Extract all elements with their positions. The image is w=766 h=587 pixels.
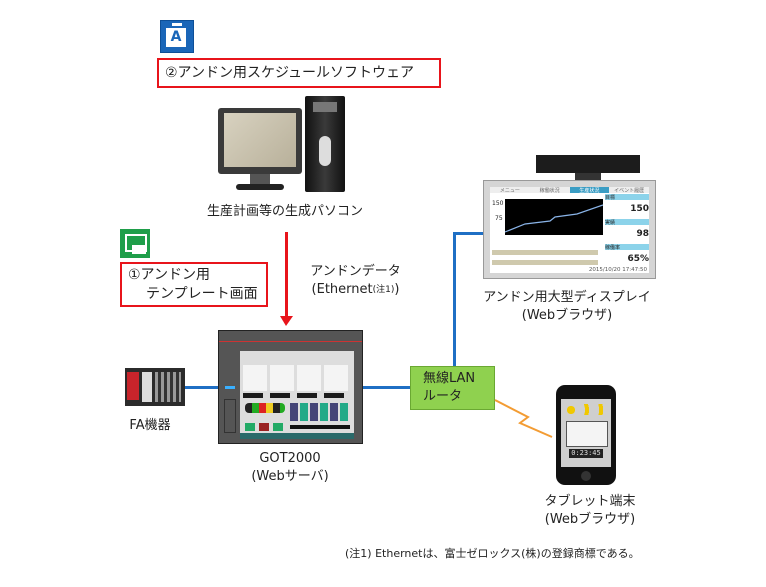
display-tab[interactable]: メニュー [490, 187, 530, 194]
fa-label: FA機器 [129, 418, 171, 433]
wireless-lan-router: 無線LAN ルータ [410, 366, 495, 410]
software-app-icon: A [160, 20, 194, 53]
schedule-software-label: ②アンドン用スケジュールソフトウェア [157, 58, 441, 88]
display-tab[interactable]: イベント履歴 [609, 187, 649, 194]
data-flow-arrow [285, 232, 288, 318]
got-screen [240, 351, 354, 439]
data-flow-label: アンドンデータ (Ethernet(注1)) [310, 264, 401, 297]
ethernet-line-fa [184, 386, 220, 389]
production-chart [505, 199, 603, 235]
large-display: メニュー 稼働状況 生産状況 イベント履歴 150 75 目標 150 実績 9… [483, 180, 656, 279]
display-label: アンドン用大型ディスプレイ (Webブラウザ) [483, 290, 651, 323]
ethernet-line-router [362, 386, 412, 389]
got2000-panel [218, 330, 363, 444]
tablet-label: タブレット端末 (Webブラウザ) [544, 494, 636, 527]
display-stand [536, 155, 640, 173]
pc-tower [305, 96, 345, 192]
pc-label: 生産計画等の生成パソコン [206, 204, 363, 219]
ethernet-line-display-h [453, 232, 485, 235]
ethernet-line-display-v [453, 232, 456, 366]
display-tab[interactable]: 稼働状況 [529, 187, 570, 194]
template-screen-icon [120, 229, 150, 258]
display-tab-active[interactable]: 生産状況 [569, 187, 610, 194]
wireless-link [494, 399, 553, 438]
display-timestamp: 2015/10/20 17:47:50 [588, 267, 647, 273]
template-screen-label: ①アンドン用 テンプレート画面 [120, 262, 268, 307]
pc-monitor [218, 108, 302, 174]
footnote: (注1) Ethernetは、富士ゼロックス(株)の登録商標である。 [345, 547, 640, 560]
got-label: GOT2000 (Webサーバ) [251, 451, 329, 484]
fa-device [125, 368, 185, 406]
tablet-device: 0:23:45 [556, 385, 616, 485]
